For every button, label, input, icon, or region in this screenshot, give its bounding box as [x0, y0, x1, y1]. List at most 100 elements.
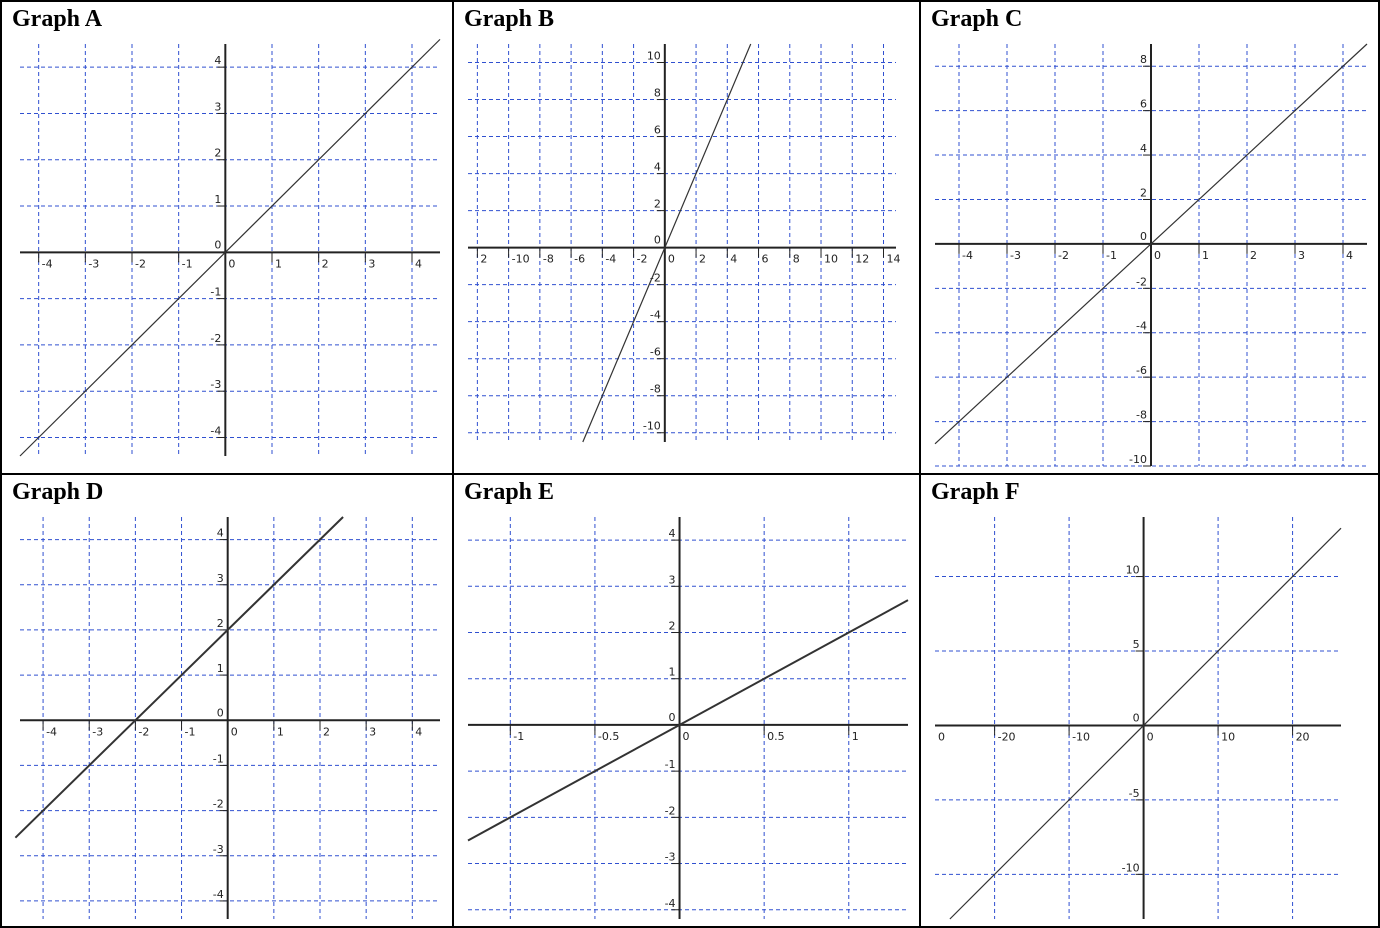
x-tick-label: -1	[513, 730, 524, 743]
x-tick-label: 1	[1202, 249, 1209, 262]
y-tick-label: 4	[654, 161, 661, 174]
x-tick-label: -2	[1058, 249, 1069, 262]
y-tick-label: -2	[665, 804, 676, 817]
x-tick-label: 3	[1298, 249, 1305, 262]
y-tick-label: -10	[1122, 861, 1140, 874]
x-tick-label: 4	[1346, 249, 1353, 262]
x-tick-label: 2	[699, 253, 706, 266]
x-tick-label: 0	[1154, 249, 1161, 262]
x-tick-label: -4	[46, 725, 57, 738]
x-tick-label: 3	[369, 725, 376, 738]
x-tick-label: 0	[938, 730, 945, 743]
y-tick-label: -1	[665, 758, 676, 771]
y-tick-label: -6	[650, 346, 661, 359]
x-tick-label: -6	[574, 253, 585, 266]
graph-title: Graph F	[931, 479, 1020, 505]
y-tick-label: -4	[665, 897, 676, 910]
y-tick-label: -3	[665, 851, 676, 864]
origin-label: 0	[217, 706, 224, 719]
x-tick-label: -8	[543, 253, 554, 266]
x-tick-label: 4	[415, 257, 422, 270]
y-tick-label: -8	[1136, 409, 1147, 422]
x-tick-label: -3	[92, 725, 103, 738]
y-tick-label: 4	[1140, 142, 1147, 155]
y-tick-label: 4	[217, 527, 224, 540]
x-tick-label: 6	[762, 253, 769, 266]
x-tick-label: 0	[668, 253, 675, 266]
x-tick-label: -1	[185, 725, 196, 738]
y-tick-label: 1	[217, 662, 224, 675]
x-tick-label: 0	[683, 730, 690, 743]
graph-title: Graph D	[12, 479, 104, 505]
x-tick-label: 0	[228, 257, 235, 270]
y-tick-label: 10	[647, 50, 661, 63]
x-tick-label: 10	[824, 253, 838, 266]
origin-label: 0	[1140, 230, 1147, 243]
x-tick-label: -1	[1106, 249, 1117, 262]
x-tick-label: 2	[1250, 249, 1257, 262]
x-tick-label: -10	[512, 253, 530, 266]
y-tick-label: -4	[1136, 320, 1147, 333]
y-tick-label: 2	[1140, 186, 1147, 199]
graph-title: Graph C	[931, 6, 1023, 32]
x-tick-label: -10	[1072, 730, 1090, 743]
y-tick-label: -10	[643, 420, 661, 433]
y-tick-label: -3	[213, 843, 224, 856]
y-tick-label: 8	[1140, 53, 1147, 66]
y-tick-label: 6	[654, 124, 661, 137]
y-tick-label: -2	[650, 272, 661, 285]
x-tick-label: 1	[852, 730, 859, 743]
x-tick-label: -3	[88, 257, 99, 270]
origin-label: 0	[669, 711, 676, 724]
y-tick-label: 2	[217, 617, 224, 630]
y-tick-label: -4	[210, 424, 221, 437]
x-tick-label: 1	[275, 257, 282, 270]
y-tick-label: -10	[1129, 453, 1147, 466]
x-tick-label: 10	[1221, 730, 1235, 743]
y-tick-label: 3	[214, 100, 221, 113]
y-tick-label: -1	[213, 752, 224, 765]
x-tick-label: 1	[277, 725, 284, 738]
origin-label: 0	[1133, 711, 1140, 724]
y-tick-label: -4	[213, 888, 224, 901]
series-line	[467, 599, 909, 842]
y-tick-label: -3	[210, 378, 221, 391]
y-tick-label: 2	[214, 147, 221, 160]
y-tick-label: -2	[213, 798, 224, 811]
y-tick-label: 10	[1126, 564, 1140, 577]
x-tick-label: -4	[42, 257, 53, 270]
origin-label: 0	[654, 234, 661, 247]
y-tick-label: -1	[210, 286, 221, 299]
y-tick-label: -5	[1129, 787, 1140, 800]
y-tick-label: -6	[1136, 364, 1147, 377]
y-tick-label: -2	[210, 332, 221, 345]
x-tick-label: -4	[605, 253, 616, 266]
graph-title: Graph E	[464, 479, 555, 505]
x-tick-label: 3	[368, 257, 375, 270]
y-tick-label: 6	[1140, 98, 1147, 111]
x-tick-label: 12	[855, 253, 869, 266]
series-line	[934, 43, 1368, 445]
series-line	[949, 527, 1342, 920]
x-tick-label: 4	[730, 253, 737, 266]
x-tick-label: -4	[962, 249, 973, 262]
x-tick-label: 0	[1147, 730, 1154, 743]
x-tick-label: 20	[1296, 730, 1310, 743]
y-tick-label: 8	[654, 87, 661, 100]
x-tick-label: -2	[637, 253, 648, 266]
graph-title: Graph A	[12, 6, 103, 32]
